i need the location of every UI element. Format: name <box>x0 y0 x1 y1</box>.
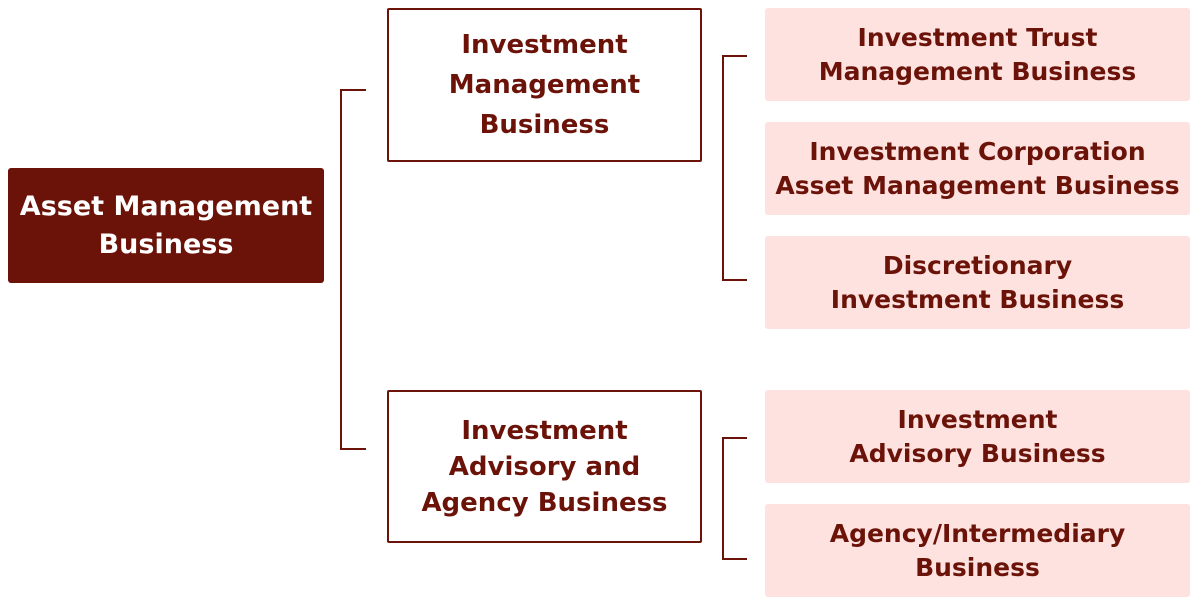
leaf-node-investment-trust-management: Investment Trust Management Business <box>765 8 1190 101</box>
branch-node-investment-advisory-agency: Investment Advisory and Agency Business <box>387 390 702 543</box>
root-to-branches-bracket <box>340 89 366 450</box>
root-node-asset-management: Asset Management Business <box>8 168 324 283</box>
branch-2-to-children-bracket <box>722 437 747 560</box>
leaf-node-investment-advisory: Investment Advisory Business <box>765 390 1190 483</box>
leaf-node-agency-intermediary: Agency/Intermediary Business <box>765 504 1190 597</box>
branch-1-to-children-bracket <box>722 55 747 281</box>
leaf-node-discretionary-investment: Discretionary Investment Business <box>765 236 1190 329</box>
branch-node-investment-management: Investment Management Business <box>387 8 702 162</box>
leaf-node-investment-corporation-asset-management: Investment Corporation Asset Management … <box>765 122 1190 215</box>
